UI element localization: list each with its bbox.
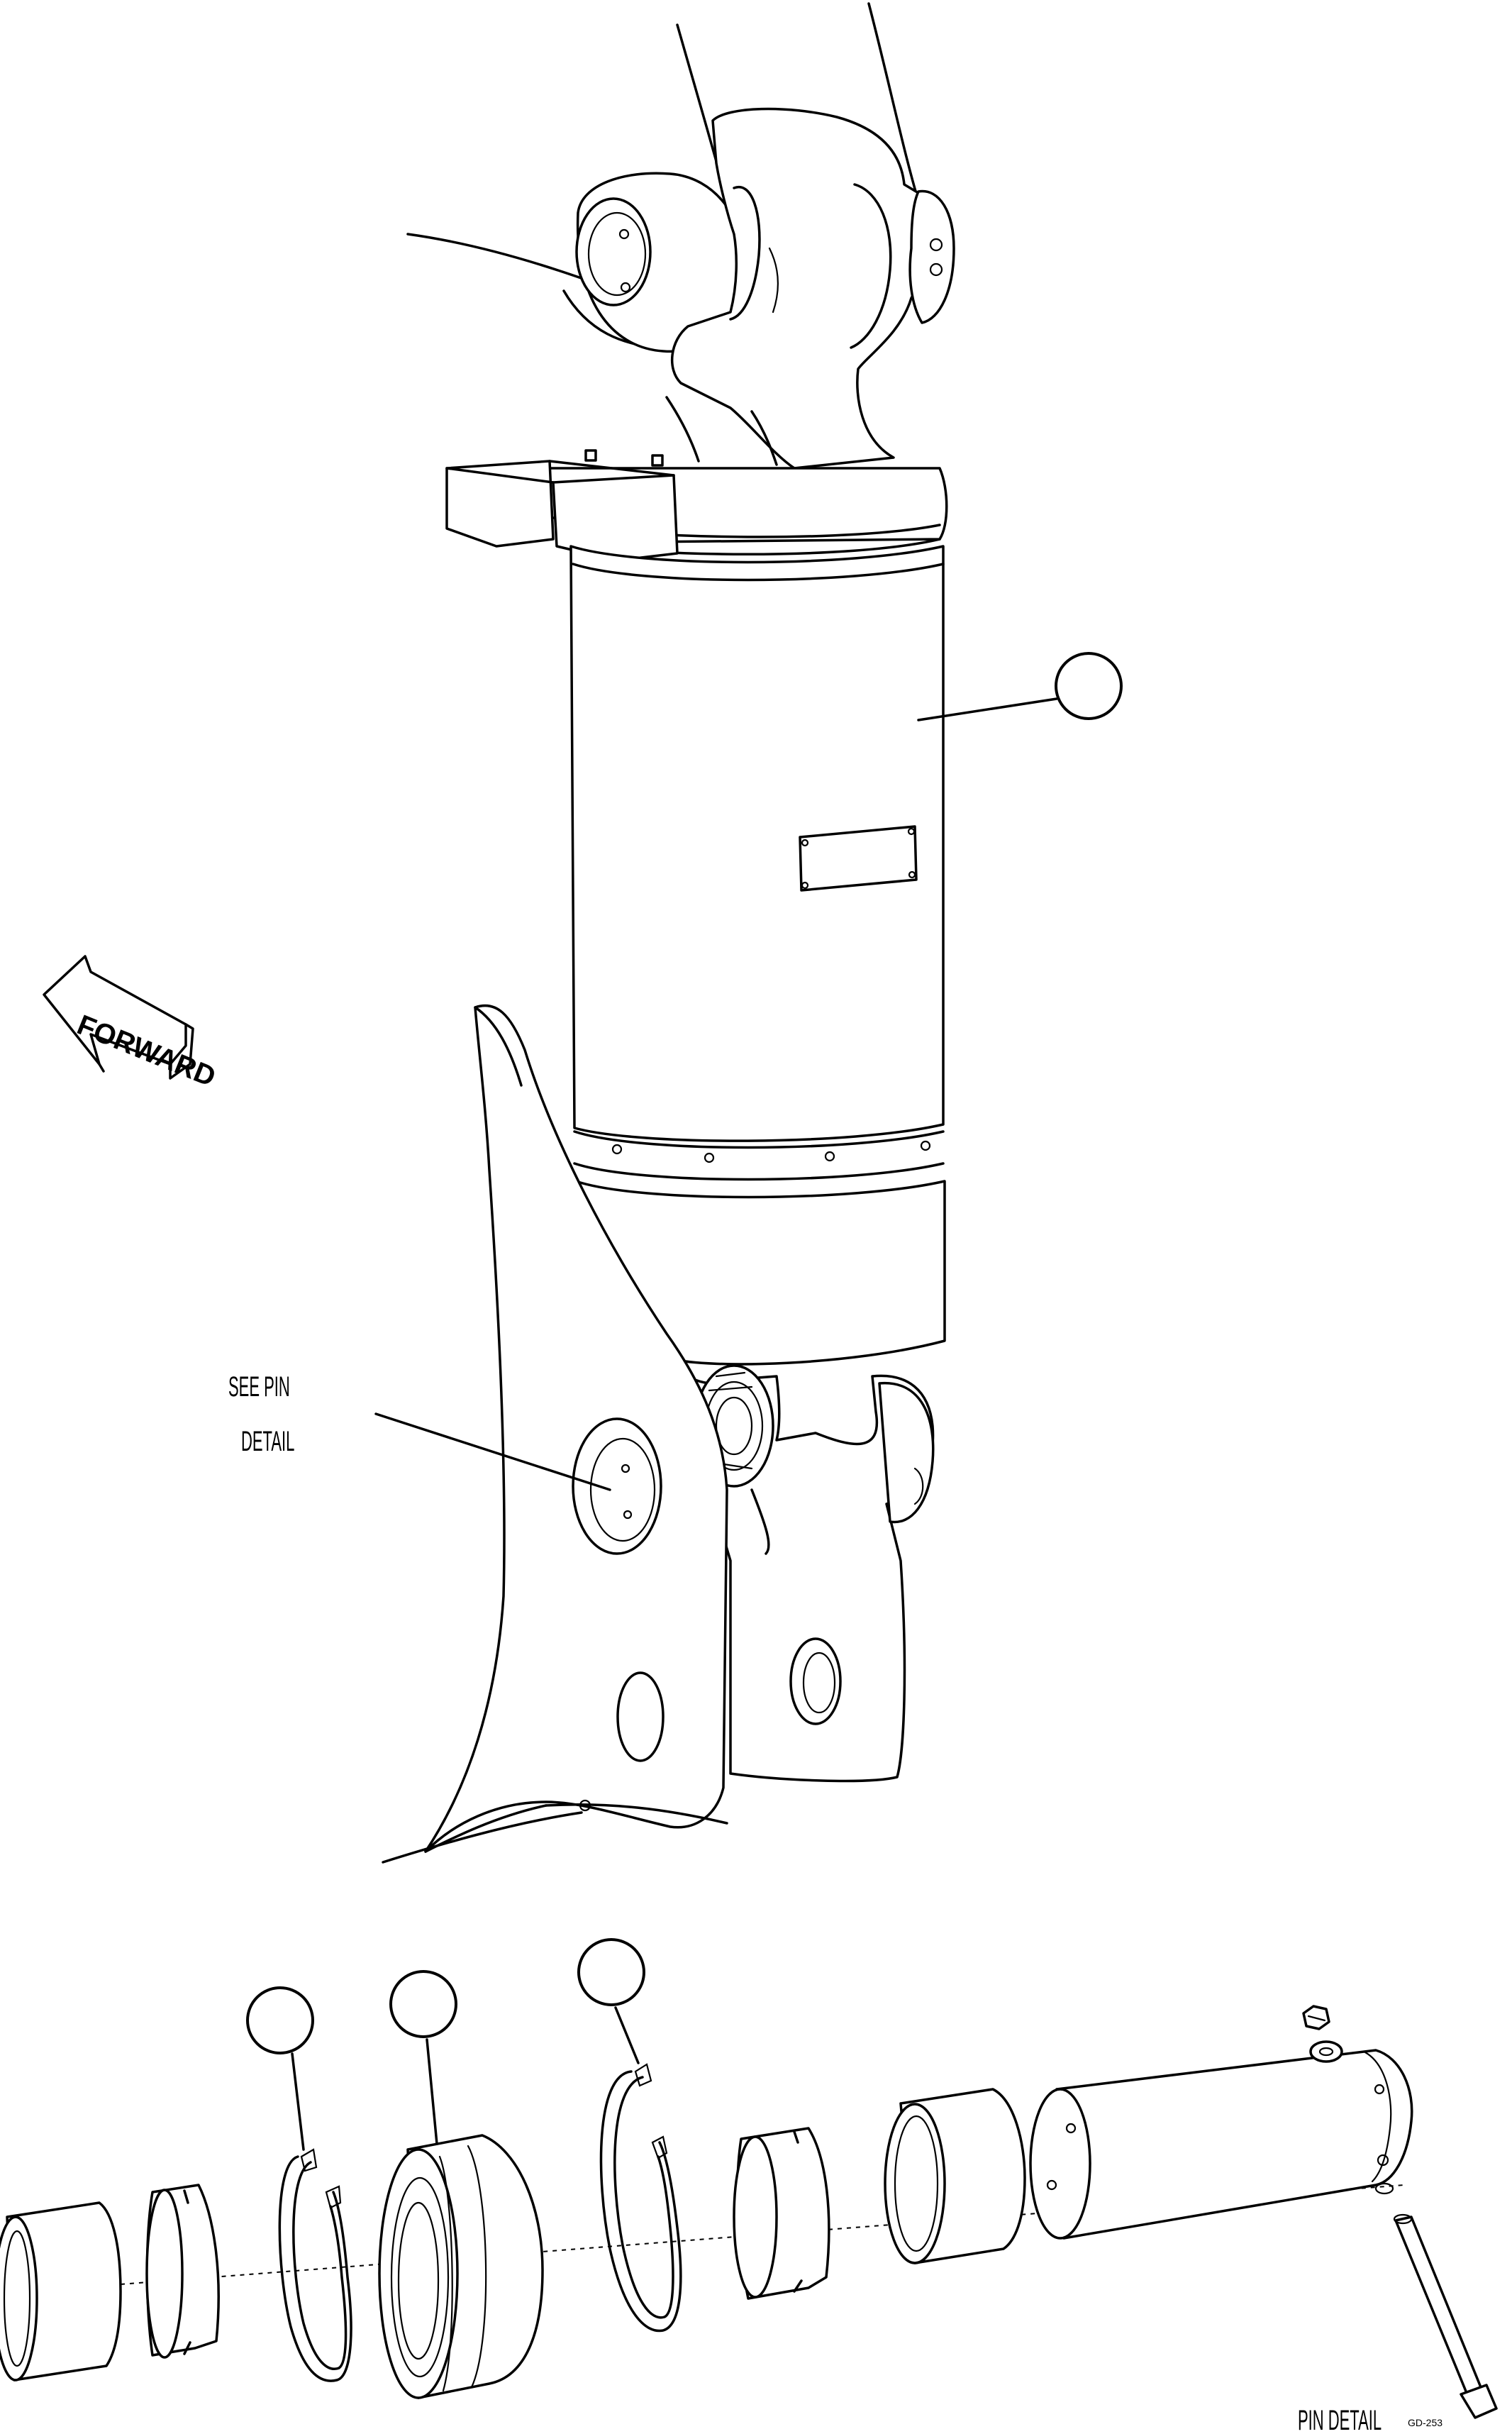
flanged-sleeve — [145, 2184, 220, 2359]
retaining-ring-left — [246, 1986, 352, 2382]
lower-mount — [382, 1004, 935, 1864]
callout-retaining-ring-right — [577, 1938, 645, 2006]
upper-frame-mount — [406, 2, 955, 470]
spherical-bearing — [378, 1970, 544, 2399]
upper-annotations: SEE PIN DETAIL — [228, 652, 1123, 1491]
see-pin-detail-label: DETAIL — [241, 1425, 294, 1457]
retaining-ring-right — [577, 1938, 682, 2333]
callout-retaining-ring-left — [246, 1986, 314, 2054]
bushing-right — [884, 2088, 1026, 2264]
bushing-left — [0, 2201, 122, 2382]
forward-direction-arrow: FORWARD — [43, 955, 220, 1092]
pin-detail-exploded-view: PIN DETAIL GD-253 — [0, 1938, 1498, 2434]
callout-spherical-bearing — [389, 1970, 457, 2038]
see-pin-label: SEE PIN — [228, 1371, 290, 1403]
pin-detail-label: PIN DETAIL — [1298, 2404, 1382, 2434]
drawing-number: GD-253 — [1408, 2417, 1442, 2428]
suspension-cylinder — [445, 449, 948, 1366]
callout-cylinder — [1055, 652, 1123, 720]
lock-nut-and-washer — [1302, 2005, 1343, 2063]
retaining-bolt — [1393, 2213, 1498, 2419]
mounting-pin — [1029, 2049, 1413, 2240]
flanged-sleeve-right — [733, 2127, 830, 2300]
